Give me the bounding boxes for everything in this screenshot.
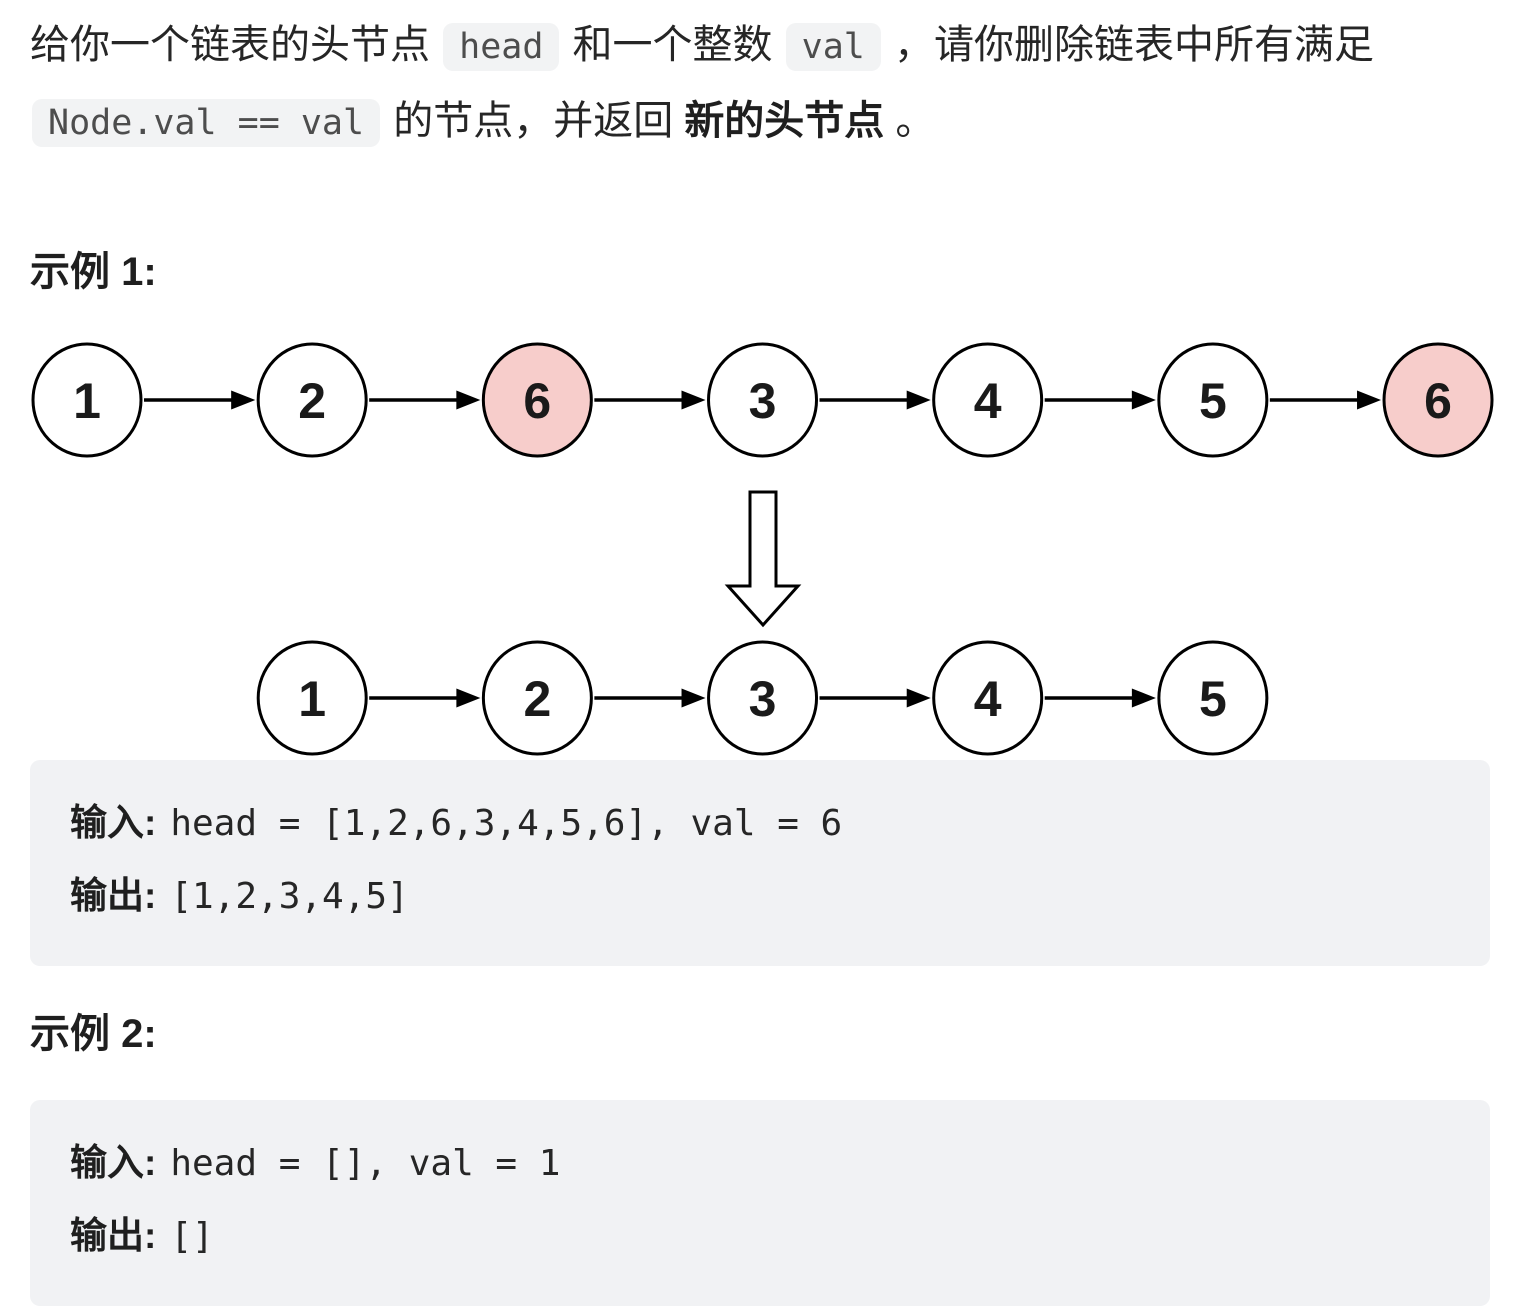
statement-text: 的节点，并返回 — [382, 99, 685, 143]
list-node-circle — [932, 640, 1044, 756]
list-node-circle — [256, 342, 368, 458]
linked-list-before: 1 2 6 3 4 5 6 — [31, 342, 1494, 458]
list-node-value: 3 — [749, 373, 777, 429]
output-label: 输出: — [70, 875, 157, 916]
inline-code-val: val — [785, 23, 881, 71]
list-node-value: 3 — [749, 671, 777, 727]
list-node-value: 6 — [523, 373, 551, 429]
statement-text: ，请你删除链表中所有满足 — [882, 23, 1374, 67]
statement-text: 和一个整数 — [561, 23, 784, 67]
example2-output-line: 输出: [] — [70, 1203, 1450, 1276]
output-value: [] — [170, 1216, 214, 1257]
example1-output-line: 输出: [1,2,3,4,5] — [70, 863, 1450, 936]
problem-statement: 给你一个链表的头节点 head 和一个整数 val ，请你删除链表中所有满足 N… — [30, 8, 1490, 160]
statement-bold-new-head: 新的头节点 — [684, 99, 885, 143]
input-label: 输入: — [70, 802, 157, 843]
output-value: [1,2,3,4,5] — [170, 876, 409, 917]
list-node-value: 1 — [298, 671, 326, 727]
example2-io-block: 输入: head = [], val = 1 输出: [] — [30, 1100, 1490, 1306]
example1-io-block: 输入: head = [1,2,6,3,4,5,6], val = 6 输出: [1… — [30, 760, 1490, 966]
example2-input-line: 输入: head = [], val = 1 — [70, 1130, 1450, 1203]
list-node-value: 2 — [523, 671, 551, 727]
next-pointer-arrowhead — [1357, 390, 1382, 410]
statement-text: 给你一个链表的头节点 — [30, 23, 442, 67]
next-pointer-arrowhead — [906, 390, 931, 410]
example1-heading: 示例 1: — [30, 250, 157, 294]
list-node-circle — [256, 640, 368, 756]
list-node-circle — [1157, 342, 1269, 458]
list-node-circle — [1157, 640, 1269, 756]
list-node-value: 5 — [1199, 671, 1227, 727]
list-node-circle — [707, 640, 819, 756]
list-node-circle — [31, 342, 143, 458]
list-node-circle — [481, 640, 593, 756]
next-pointer-arrowhead — [1131, 688, 1156, 708]
list-node-value: 4 — [974, 373, 1002, 429]
next-pointer-arrowhead — [681, 390, 706, 410]
next-pointer-arrowhead — [231, 390, 256, 410]
list-node-circle-highlighted — [1382, 342, 1494, 458]
list-node-circle — [707, 342, 819, 458]
next-pointer-arrowhead — [456, 688, 481, 708]
next-pointer-arrowhead — [1131, 390, 1156, 410]
output-label: 输出: — [70, 1215, 157, 1256]
list-node-value: 5 — [1199, 373, 1227, 429]
list-node-value: 1 — [73, 373, 101, 429]
next-pointer-arrowhead — [456, 390, 481, 410]
example1-diagram: 1 2 6 3 4 5 6 1 2 3 4 5 — [31, 342, 1494, 756]
inline-code-head: head — [443, 23, 560, 71]
list-node-value: 2 — [298, 373, 326, 429]
input-value: head = [1,2,6,3,4,5,6], val = 6 — [170, 803, 843, 844]
example1-input-line: 输入: head = [1,2,6,3,4,5,6], val = 6 — [70, 790, 1450, 863]
next-pointer-arrowhead — [681, 688, 706, 708]
input-label: 输入: — [70, 1142, 157, 1183]
linked-list-after: 1 2 3 4 5 — [256, 640, 1269, 756]
inline-code-condition: Node.val == val — [32, 99, 381, 147]
list-node-value: 4 — [974, 671, 1002, 727]
list-node-circle-highlighted — [481, 342, 593, 458]
transform-arrow-icon — [724, 490, 802, 628]
list-node-value: 6 — [1424, 373, 1452, 429]
next-pointer-arrowhead — [906, 688, 931, 708]
problem-description-page: 给你一个链表的头节点 head 和一个整数 val ，请你删除链表中所有满足 N… — [0, 8, 1520, 1306]
statement-text: 。 — [884, 99, 936, 143]
list-node-circle — [932, 342, 1044, 458]
example2-heading: 示例 2: — [30, 1012, 157, 1056]
input-value: head = [], val = 1 — [170, 1143, 561, 1184]
